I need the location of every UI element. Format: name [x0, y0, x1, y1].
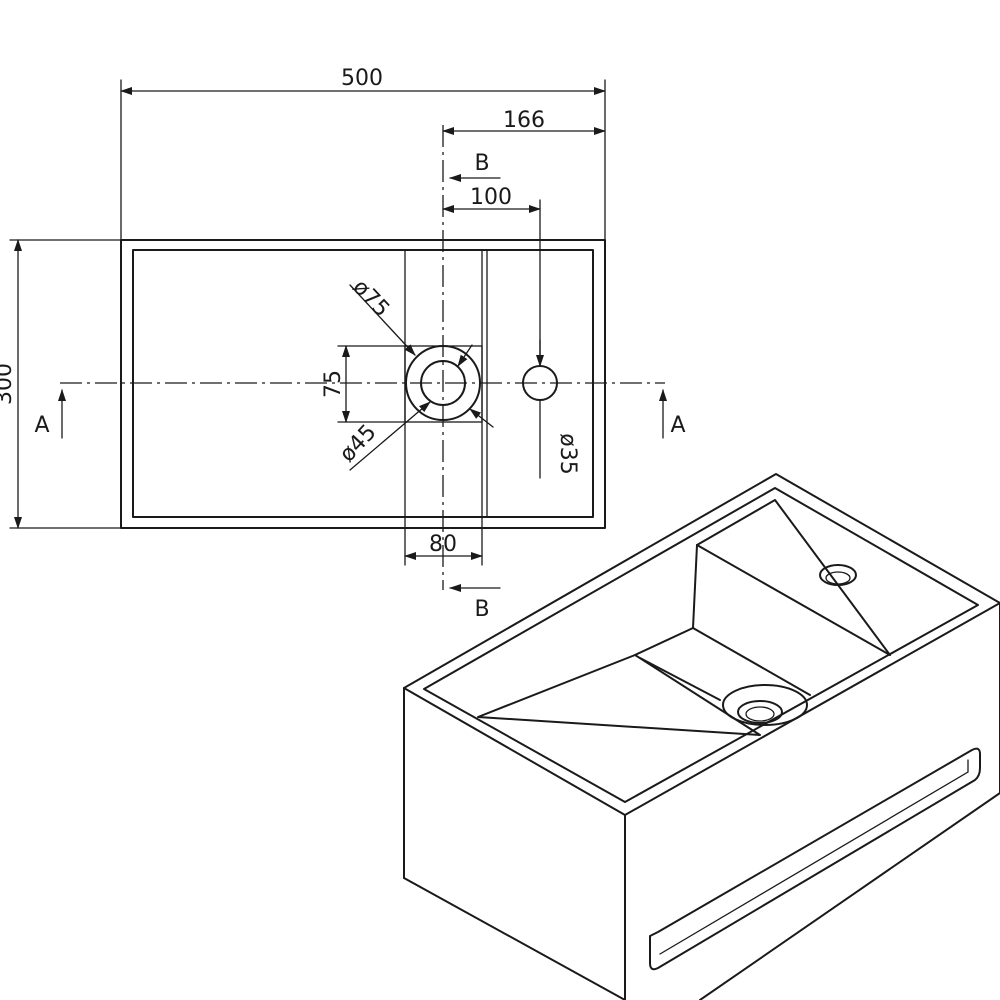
dia-drain-outer-label: ø75 [347, 275, 394, 322]
dimensions: 500 166 100 300 75 80 ø75 ø45 [0, 66, 606, 566]
top-view [60, 125, 665, 590]
iso-tap-hole [819, 564, 857, 586]
iso-drain-outer [722, 684, 808, 726]
isometric-view [403, 473, 1000, 1000]
dia-tap-hole-label: ø35 [555, 433, 580, 474]
section-b-bottom-label: B [474, 597, 489, 622]
dim-tap-offset-label: 100 [470, 185, 512, 210]
iso-slope-left [477, 654, 761, 736]
iso-top-rim-inner [423, 487, 979, 803]
dim-drain-box-label: 75 [321, 370, 346, 398]
iso-drain-inner [737, 700, 783, 724]
dim-width-label: 500 [341, 66, 383, 91]
dia-drain-inner-label: ø45 [335, 420, 382, 467]
section-b-top-label: B [474, 151, 489, 176]
iso-top-rim-outer [403, 473, 1000, 816]
iso-towel-slot [649, 747, 981, 971]
section-markers: A A B B [34, 151, 685, 622]
dim-channel-label: 80 [429, 532, 457, 557]
section-a-left-label: A [34, 413, 49, 438]
section-a-right-label: A [670, 413, 685, 438]
basin-outline [120, 239, 606, 529]
iso-tap-deck [696, 499, 891, 656]
dim-height-label: 300 [0, 363, 17, 405]
dim-drain-offset-label: 166 [503, 108, 545, 133]
